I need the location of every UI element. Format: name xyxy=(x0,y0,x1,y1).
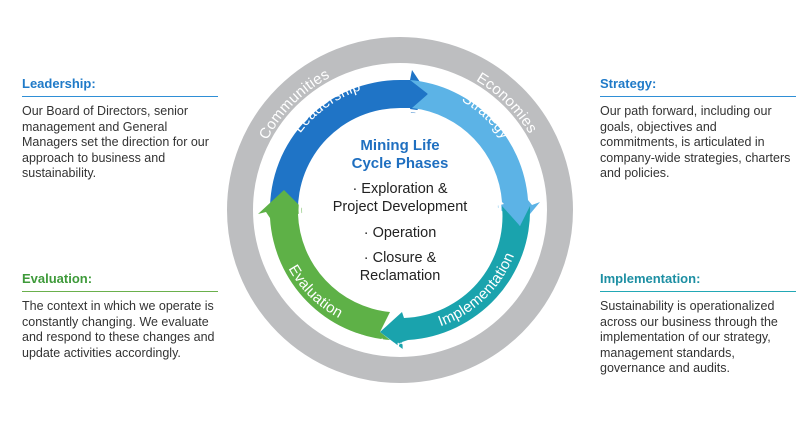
center-item-project-development: Project Development xyxy=(333,199,468,215)
center-item-reclamation: Reclamation xyxy=(360,268,441,284)
implementation-note-title: Implementation: xyxy=(600,271,796,292)
evaluation-note-body: The context in which we operate is const… xyxy=(22,299,215,360)
leadership-segment xyxy=(269,70,428,213)
inner-ring xyxy=(298,108,502,312)
evaluation-note: Evaluation: The context in which we oper… xyxy=(22,271,218,361)
evaluation-note-title: Evaluation: xyxy=(22,271,218,292)
implementation-note-body: Sustainability is operationalized across… xyxy=(600,299,778,375)
strategy-note-body: Our path forward, including our goals, o… xyxy=(600,104,791,180)
strategy-note: Strategy: Our path forward, including ou… xyxy=(600,76,796,182)
center-item-closure: · Closure & xyxy=(364,250,437,266)
strategy-note-title: Strategy: xyxy=(600,76,796,97)
outer-ring xyxy=(227,37,573,383)
leadership-note-title: Leadership: xyxy=(22,76,218,97)
leadership-note-body: Our Board of Directors, senior managemen… xyxy=(22,104,209,180)
strategy-segment xyxy=(410,80,540,226)
implementation-note: Implementation: Sustainability is operat… xyxy=(600,271,796,377)
evaluation-segment xyxy=(258,190,390,340)
leadership-note: Leadership: Our Board of Directors, seni… xyxy=(22,76,218,182)
center-disc xyxy=(302,112,498,308)
implementation-segment xyxy=(380,206,531,350)
center-title-line2: Cycle Phases xyxy=(352,155,449,172)
center-item-exploration: · Exploration & xyxy=(352,181,447,197)
center-item-operation: · Operation xyxy=(364,225,437,241)
center-title-line1: Mining Life xyxy=(360,137,439,154)
